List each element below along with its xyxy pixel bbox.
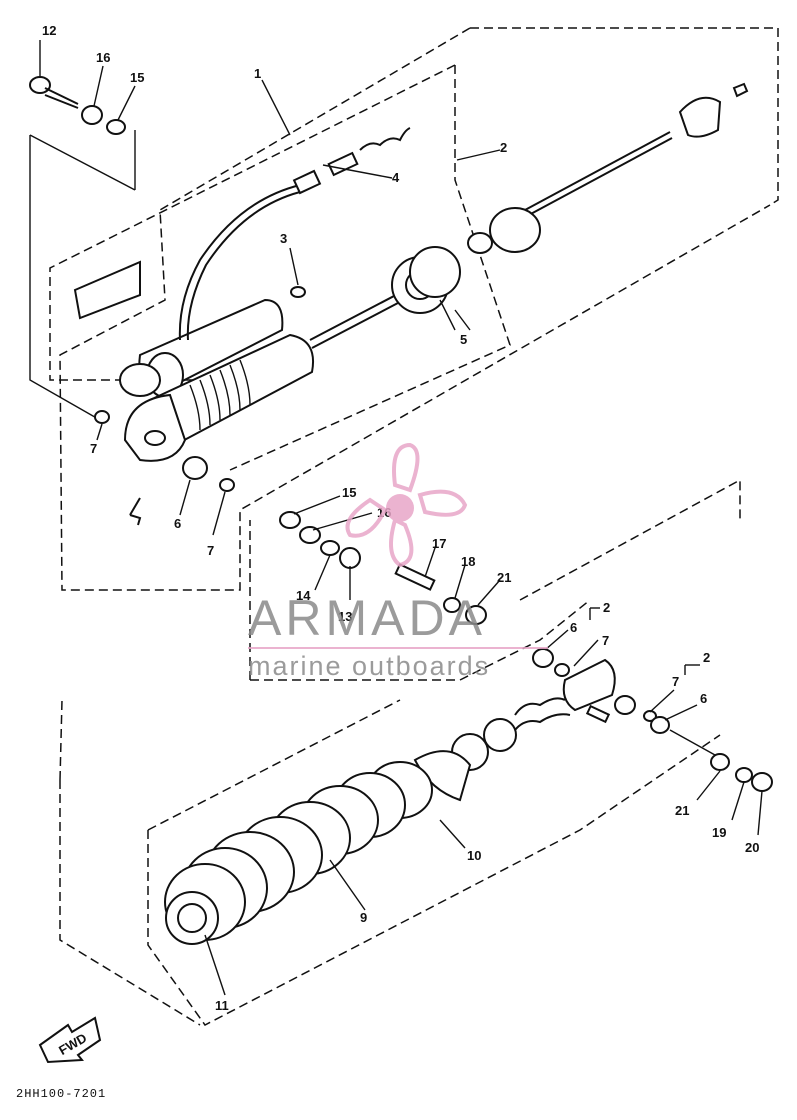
washer-15-top	[106, 119, 126, 135]
shock-absorber-assembly	[73, 127, 418, 526]
callout-14: 14	[296, 588, 311, 603]
callout-4: 4	[392, 170, 400, 185]
upper-rod-assembly	[467, 82, 749, 254]
bolt-group-outline	[29, 130, 136, 421]
body-ribs	[189, 359, 251, 431]
callout-6-left: 6	[174, 516, 181, 531]
callout-21-mid: 21	[497, 570, 511, 585]
lower-shock-assembly	[413, 648, 773, 802]
callout-18: 18	[461, 554, 475, 569]
oring-7-left	[219, 478, 235, 492]
watermark-subtitle: marine outboards	[248, 651, 490, 681]
assembly-outline-main	[59, 27, 779, 1026]
oring-7-top	[94, 410, 110, 424]
callout-21-right: 21	[675, 803, 689, 818]
callout-19: 19	[712, 825, 726, 840]
callout-12: 12	[42, 23, 56, 38]
adjusting-nut-ring	[391, 246, 461, 314]
drawing-code: 2HH100-7201	[16, 1087, 106, 1101]
callout-13: 13	[338, 609, 352, 624]
armada-watermark: ARMADA marine outboards	[248, 442, 548, 681]
assembly-outline-inner	[49, 64, 511, 471]
callout-7-right: 7	[672, 674, 679, 689]
callout-16-top: 16	[96, 50, 110, 65]
callout-2-top: 2	[500, 140, 507, 155]
callout-2-mid: 2	[603, 600, 610, 615]
callout-7-mid-right: 7	[602, 633, 609, 648]
callout-10: 10	[467, 848, 481, 863]
callout-15-top: 15	[130, 70, 144, 85]
bushing-6-left	[182, 456, 208, 480]
callout-20: 20	[745, 840, 759, 855]
callout-9: 9	[360, 910, 367, 925]
callout-3: 3	[280, 231, 287, 246]
washer-16-top	[81, 105, 103, 125]
callout-7-left: 7	[90, 441, 97, 456]
spring-retainer	[165, 891, 219, 945]
callout-7-mid: 7	[207, 543, 214, 558]
leader-lines	[39, 40, 763, 996]
callout-2-right: 2	[703, 650, 710, 665]
callout-1: 1	[254, 66, 261, 81]
callout-labels: 12 16 15 1 2 4 3 5 7 6 7 15 16 14 13 17 …	[42, 23, 759, 1013]
propeller-logo	[345, 442, 468, 568]
middle-hardware	[279, 511, 487, 625]
callout-17: 17	[432, 536, 446, 551]
forward-arrow: FWD	[38, 1016, 102, 1064]
callout-15-mid: 15	[342, 485, 356, 500]
callout-11: 11	[215, 998, 229, 1013]
callout-6-mid: 6	[570, 620, 577, 635]
watermark-title: ARMADA	[248, 590, 486, 646]
callout-5: 5	[460, 332, 467, 347]
bolt-12	[29, 76, 79, 109]
callout-6-right: 6	[700, 691, 707, 706]
